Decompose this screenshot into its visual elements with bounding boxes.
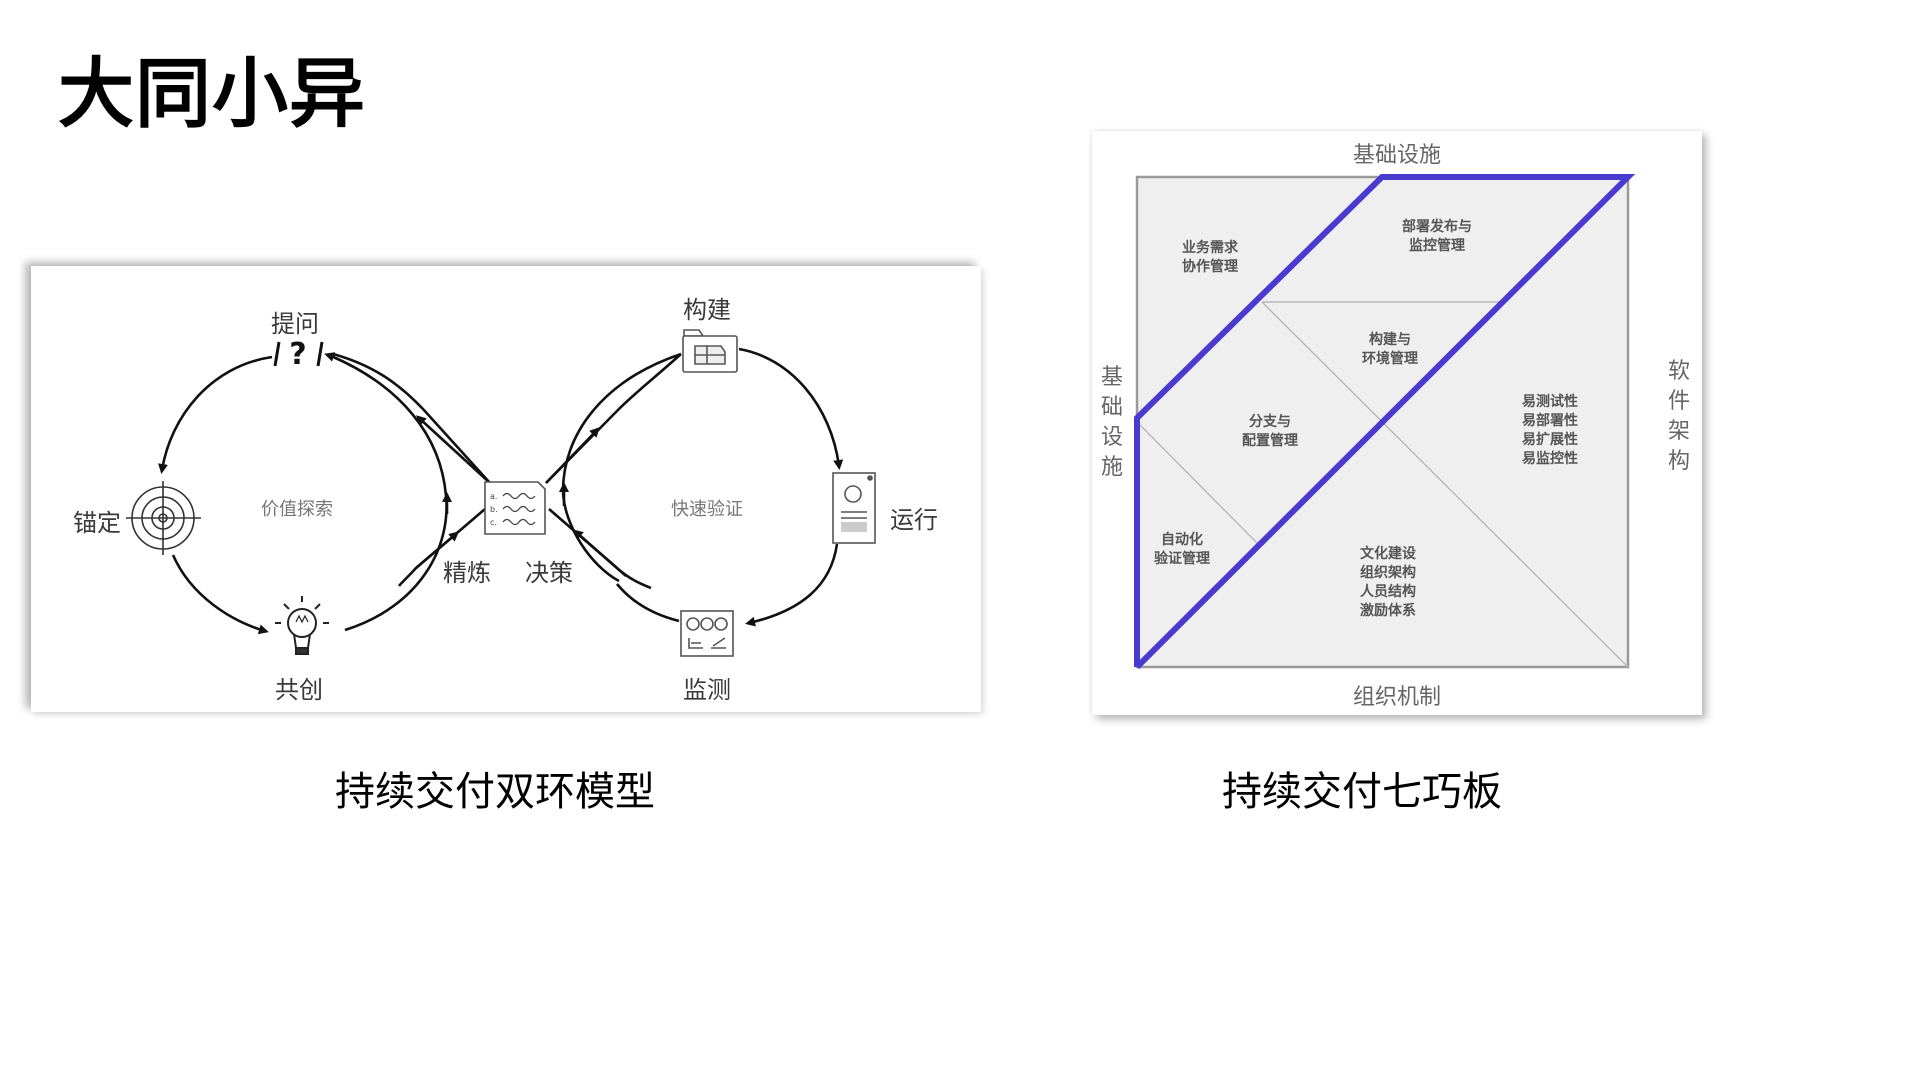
bridge-label-decide: 决策 [525,559,573,587]
bridge-label-refine: 精炼 [443,559,491,587]
piece-business-collaboration: 业务需求 协作管理 [1182,240,1238,275]
svg-text:b.: b. [490,505,498,514]
tangram-shapes [1134,174,1636,670]
piece-deploy-monitor: 部署发布与 监控管理 [1402,219,1472,254]
axis-bottom-label: 组织机制 [1352,685,1441,710]
svg-text:a.: a. [490,492,497,501]
left-loop-center-label: 价值探索 [261,499,333,520]
node-label-cocreate: 共创 [275,676,323,704]
node-label-monitor: 监测 [683,676,731,704]
dual-loop-arrows: ? [126,329,876,657]
highlight-outline [1134,174,1636,670]
device-run-icon [832,472,876,544]
svg-text:?: ? [289,337,306,372]
node-label-ask: 提问 [271,310,319,338]
piece-organization-culture: 文化建设 组织架构 人员结构 激励体系 [1360,546,1416,619]
piece-branch-config: 分支与 配置管理 [1242,414,1298,449]
decision-list-icon: a. b. c. [484,481,546,535]
folder-build-icon [682,329,738,373]
node-label-anchor: 锚定 [73,509,121,537]
slide-title: 大同小异 [58,49,366,138]
piece-build-environment: 构建与 环境管理 [1362,332,1418,367]
axis-top-label: 基础设施 [1352,143,1441,168]
right-loop-center-label: 快速验证 [671,499,743,520]
tangram-diagram: 基础设施 组织机制 基础设施 软件架构 业务需求 协作管理 部署发布与 监控管理… [1092,131,1702,715]
piece-architecture-qualities: 易测试性 易部署性 易扩展性 易监控性 [1522,394,1578,467]
piece-automation-verification: 自动化 验证管理 [1154,532,1210,567]
target-icon [126,481,201,555]
node-label-build: 构建 [683,296,731,324]
svg-text:c.: c. [490,518,497,527]
axis-left-label: 基础设施 [1100,365,1123,480]
monitor-dashboard-icon [680,610,734,657]
question-mark-icon: ? [273,337,324,372]
node-label-run: 运行 [890,506,938,534]
dual-loop-diagram: ? [31,266,981,712]
axis-right-label: 软件架构 [1667,359,1690,474]
lightbulb-icon [275,596,329,655]
left-figure-caption: 持续交付双环模型 [335,769,655,815]
right-figure-caption: 持续交付七巧板 [1222,769,1502,815]
